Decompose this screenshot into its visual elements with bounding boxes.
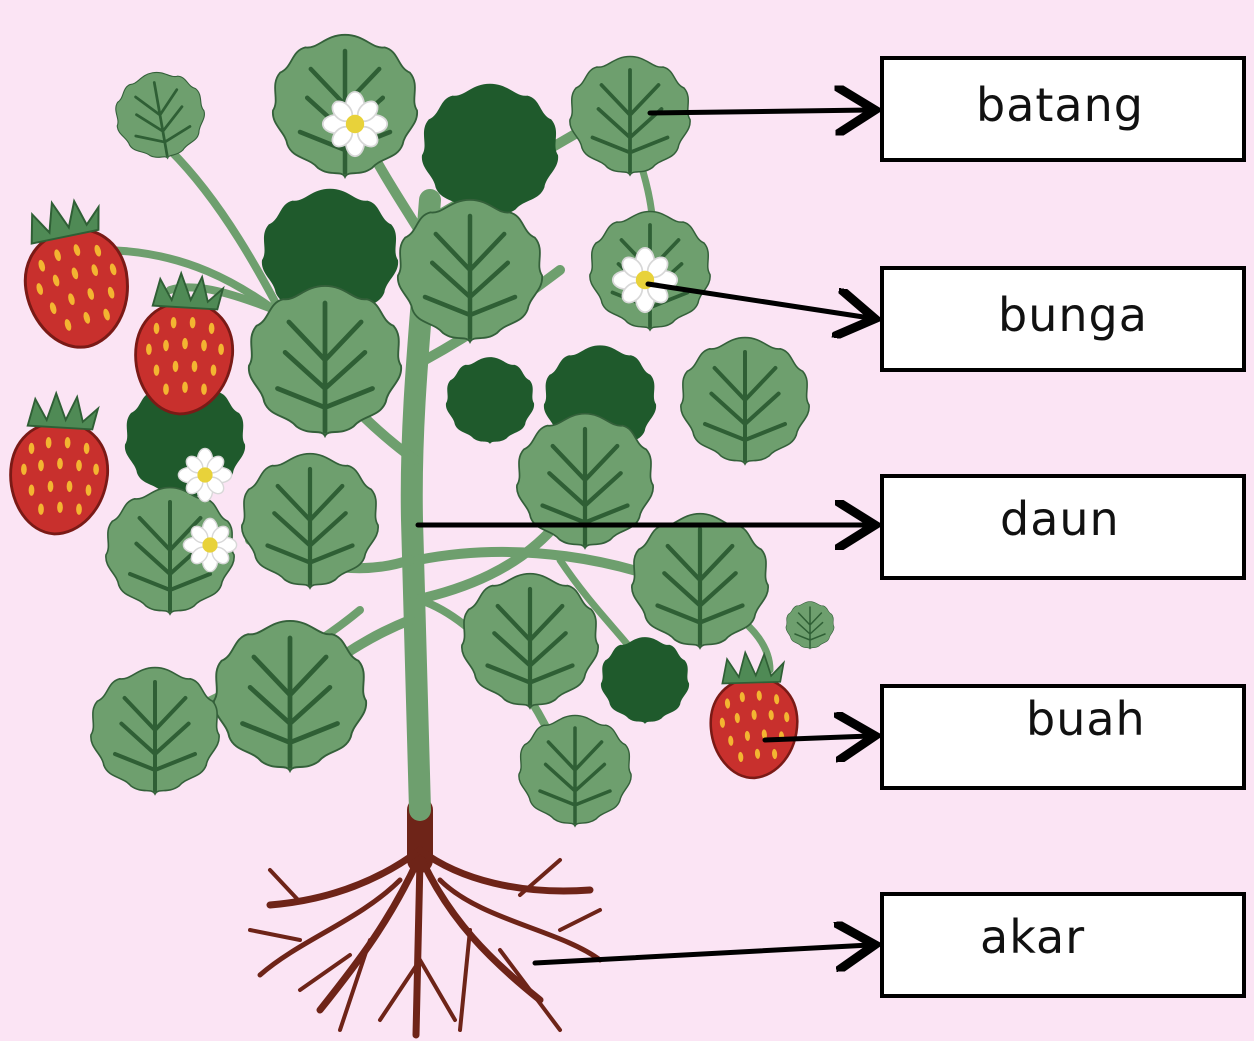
label-batang: batang	[976, 78, 1144, 132]
label-bunga: bunga	[998, 288, 1148, 342]
label-daun: daun	[1000, 492, 1120, 546]
label-box-akar: akar	[880, 892, 1246, 998]
label-buah: buah	[1026, 692, 1146, 746]
label-box-buah: buah	[880, 684, 1246, 790]
arrow-akar	[535, 945, 870, 963]
label-box-bunga: bunga	[880, 266, 1246, 372]
label-akar: akar	[980, 910, 1085, 964]
roots	[250, 810, 600, 1035]
label-box-daun: daun	[880, 474, 1246, 580]
arrow-batang	[650, 110, 870, 113]
label-box-batang: batang	[880, 56, 1246, 162]
